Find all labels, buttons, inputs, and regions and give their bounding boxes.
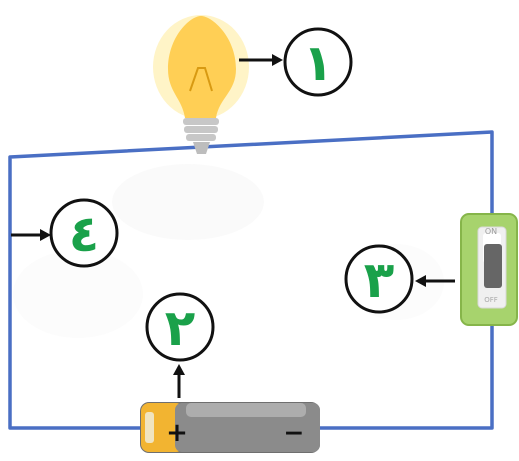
arrow-to-label-3 <box>415 275 455 287</box>
light-bulb-icon <box>153 15 249 154</box>
label-2-text: ٢ <box>165 299 196 357</box>
label-4-circle: ٤ <box>49 198 119 268</box>
arrow-to-label-4 <box>11 229 51 241</box>
toggle-switch-icon: ON OFF <box>460 213 518 326</box>
battery-plus-sign: + <box>166 418 188 448</box>
switch-off-text: OFF <box>484 296 498 304</box>
battery-icon: + − <box>140 402 320 453</box>
label-1-circle: ١ <box>283 27 353 97</box>
label-1-text: ١ <box>303 34 334 92</box>
label-2-circle: ٢ <box>145 292 215 362</box>
switch-on-text: ON <box>485 227 497 236</box>
arrow-to-label-1 <box>239 54 283 66</box>
battery-minus-sign: − <box>284 418 305 447</box>
label-4-text: ٤ <box>69 205 100 263</box>
label-3-text: ٣ <box>364 251 395 309</box>
label-3-circle: ٣ <box>344 244 414 314</box>
arrow-to-label-2 <box>173 364 185 398</box>
